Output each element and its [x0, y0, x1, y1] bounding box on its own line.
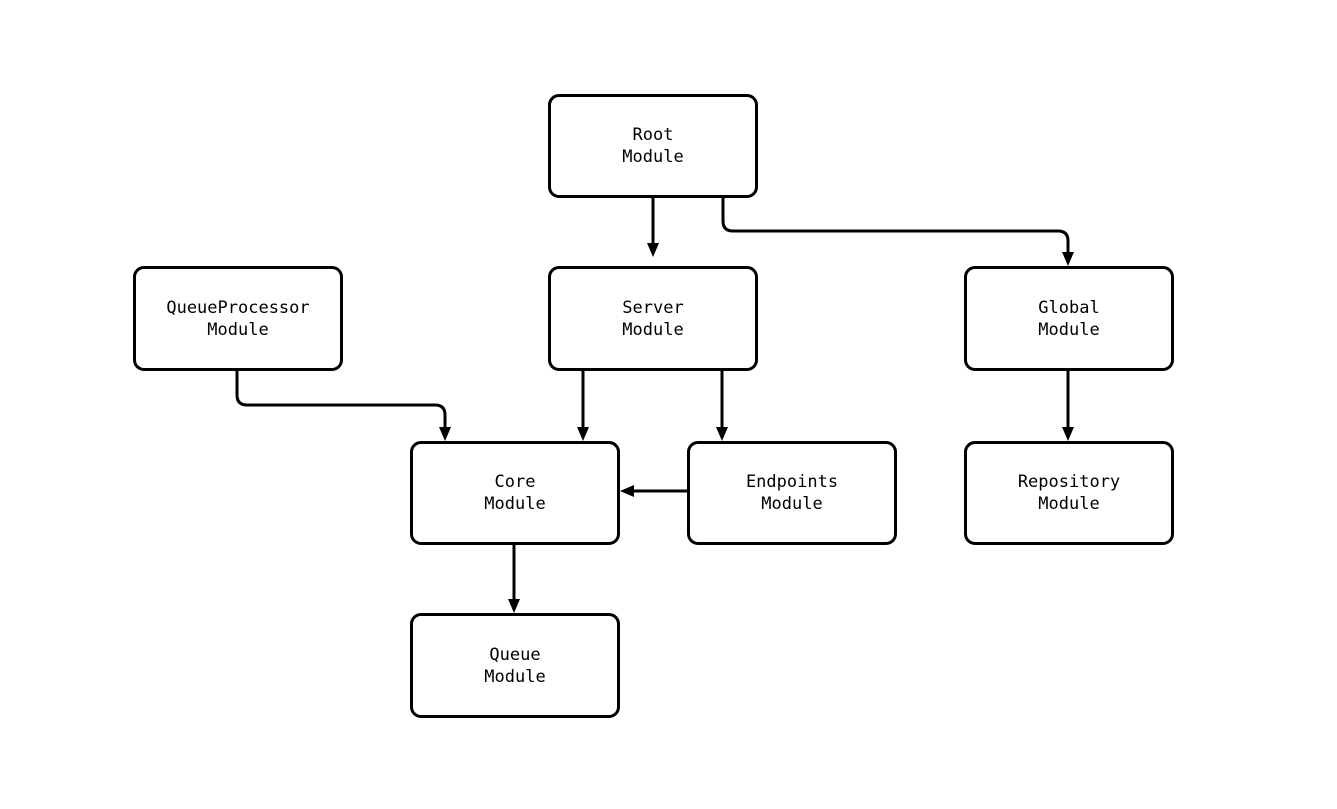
node-global-module[interactable]: Global Module — [964, 266, 1174, 371]
node-endpoints-module[interactable]: Endpoints Module — [687, 441, 897, 545]
node-root-module[interactable]: Root Module — [548, 94, 758, 198]
node-server-module[interactable]: Server Module — [548, 266, 758, 371]
node-label: Repository Module — [1017, 472, 1121, 514]
node-label: Core Module — [484, 472, 546, 514]
node-label: Queue Module — [484, 644, 546, 687]
node-repository-module[interactable]: Repository Module — [964, 441, 1174, 545]
node-queue-module[interactable]: Queue Module — [410, 613, 620, 718]
node-queueprocessor-module[interactable]: QueueProcessor Module — [133, 266, 343, 371]
node-label: Server Module — [622, 297, 684, 340]
edge-root-global — [721, 198, 1074, 266]
node-label: Global Module — [1038, 297, 1100, 340]
node-label: QueueProcessor Module — [166, 297, 310, 340]
node-label: Endpoints Module — [745, 472, 839, 514]
edge-queueprocessor-core — [235, 371, 451, 441]
node-label: Root Module — [622, 125, 684, 167]
node-core-module[interactable]: Core Module — [410, 441, 620, 545]
